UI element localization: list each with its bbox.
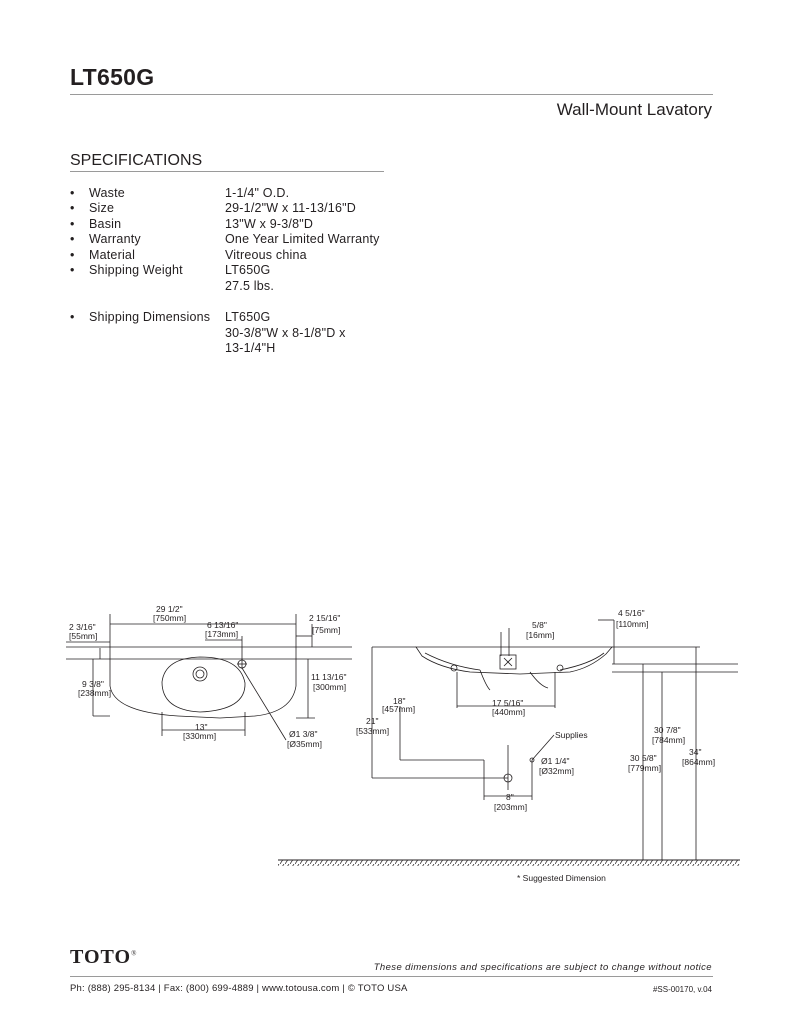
lavatory-outline [109, 659, 297, 719]
dim-basin-width-mm: [330mm] [183, 731, 216, 741]
dim-height-bottom: 30 7/8" [654, 725, 681, 735]
spec-label: Shipping Weight [89, 263, 183, 277]
dim-waste-diameter-mm: [Ø32mm] [539, 766, 574, 776]
basin-rim [424, 652, 605, 671]
dim-side-offset: 2 15/16" [309, 613, 340, 623]
spec-value-line2: 27.5 lbs. [225, 279, 275, 293]
dim-supply-drop: 18" [393, 696, 405, 706]
footer-divider [70, 976, 713, 977]
dim-supply-drop-mm: [457mm] [382, 704, 415, 714]
dim-faucet-setback: 5/8" [532, 620, 547, 630]
dim-height-underside-mm: [779mm] [628, 763, 661, 773]
dim-back-offset: 2 3/16" [69, 622, 96, 632]
floor [278, 859, 740, 866]
dim-faucet-hole-mm: [Ø35mm] [287, 739, 322, 749]
bullet: • [70, 201, 75, 215]
dim-faucet-offset-mm: [173mm] [205, 629, 238, 639]
spec-value-line3: 13-1/4"H [225, 341, 276, 355]
spec-label: Size [89, 201, 115, 215]
logo-text: TOTO [70, 946, 132, 968]
bullet: • [70, 186, 75, 200]
spec-label: Shipping Dimensions [89, 310, 211, 324]
product-subtitle: Wall-Mount Lavatory [556, 100, 712, 119]
mounting-bolt [556, 664, 564, 672]
spec-value: LT650G [225, 310, 271, 324]
bullet: • [70, 232, 75, 246]
dim-side-offset-mm: [75mm] [312, 625, 340, 635]
bullet: • [70, 248, 75, 262]
side-view-labels: 4 5/16" [110mm] 5/8" [16mm] 18" [457mm] … [356, 608, 715, 812]
dim-depth: 11 13/16" [311, 672, 346, 682]
top-view [66, 614, 352, 741]
dim-supply-spacing-mm: [203mm] [494, 802, 527, 812]
registered-mark: ® [131, 949, 138, 958]
spec-value: 13"W x 9-3/8"D [225, 217, 314, 231]
spec-value: 1-1/4" O.D. [225, 186, 290, 200]
mounting-bolt [450, 664, 458, 672]
drain-outline [192, 666, 208, 682]
spec-label: Warranty [89, 232, 141, 246]
lavatory-profile [415, 646, 613, 675]
suggested-dimension-footnote: * Suggested Dimension [517, 873, 606, 883]
supplies-label: Supplies [555, 730, 588, 740]
dim-bracket-spacing: 17 5/16" [492, 698, 523, 708]
spec-value: One Year Limited Warranty [225, 232, 380, 246]
dim-waste-drop: 21" [366, 716, 378, 726]
dim-rim-height-mm: [110mm] [616, 619, 648, 629]
spec-value: LT650G [225, 263, 271, 277]
dim-depth-mm: [300mm] [313, 682, 346, 692]
dim-basin-width: 13" [195, 722, 207, 732]
contact-info: Ph: (888) 295-8134 | Fax: (800) 699-4889… [70, 983, 408, 994]
dim-basin-depth-mm: [238mm] [78, 688, 111, 698]
bullet: • [70, 310, 75, 324]
dim-height-underside: 30 5/8" [630, 753, 657, 763]
spec-label: Material [89, 248, 136, 262]
dim-width: 29 1/2" [156, 604, 183, 614]
dim-width-mm: [750mm] [153, 613, 186, 623]
dim-height-bottom-mm: [784mm] [652, 735, 685, 745]
drain-inner [195, 669, 205, 679]
dim-faucet-hole: Ø1 3/8" [289, 729, 318, 739]
dim-supply-spacing: 8" [506, 792, 514, 802]
dim-back-offset-mm: [55mm] [69, 631, 97, 641]
basin-outline [161, 656, 246, 713]
specifications-divider [70, 171, 384, 172]
waste-outlet [503, 773, 513, 783]
faucet-body [499, 654, 517, 670]
spec-value: Vitreous china [225, 248, 307, 262]
header-divider [70, 94, 713, 95]
dim-faucet-offset: 6 13/16" [207, 620, 238, 630]
dim-height-rim-mm: [864mm] [682, 757, 715, 767]
dim-bracket-spacing-mm: [440mm] [492, 707, 525, 717]
bullet: • [70, 217, 75, 231]
spec-value-line2: 30-3/8"W x 8-1/8"D x [225, 326, 346, 340]
dim-basin-depth: 9 3/8" [82, 679, 104, 689]
spec-value: 29-1/2"W x 11-13/16"D [225, 201, 356, 215]
spec-label: Waste [89, 186, 125, 200]
dim-height-rim: 34" [689, 747, 701, 757]
document-number: #SS-00170, v.04 [652, 985, 712, 994]
dim-faucet-setback-mm: [16mm] [526, 630, 554, 640]
dim-waste-diameter: Ø1 1/4" [541, 756, 570, 766]
toto-logo: TOTO® [70, 946, 137, 969]
supply-point [529, 757, 535, 763]
side-view [371, 619, 738, 860]
model-number: LT650G [70, 64, 155, 90]
bullet: • [70, 263, 75, 277]
top-view-labels: 29 1/2" [750mm] 2 3/16" [55mm] 6 13/16" … [69, 604, 346, 749]
dim-rim-height: 4 5/16" [618, 608, 645, 618]
dim-waste-drop-mm: [533mm] [356, 726, 389, 736]
basin-bowl [479, 669, 549, 691]
specifications-heading: SPECIFICATIONS [70, 152, 203, 169]
change-notice: These dimensions and specifications are … [373, 962, 712, 973]
spec-label: Basin [89, 217, 122, 231]
